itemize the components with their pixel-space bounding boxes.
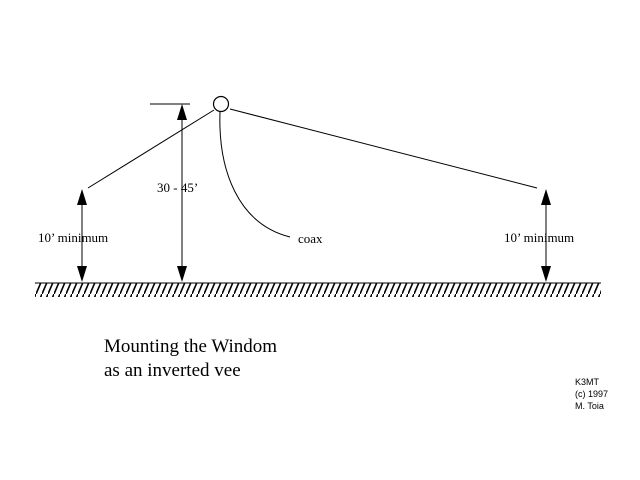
credit-author: M. Toia bbox=[575, 401, 604, 411]
coax-label: coax bbox=[298, 231, 323, 246]
right-min-dimension-arrow bbox=[541, 189, 551, 282]
antenna-leg-left bbox=[87, 109, 215, 189]
arrow-down-head bbox=[77, 266, 87, 282]
antenna-leg-right bbox=[229, 108, 538, 189]
height-dimension-arrow bbox=[177, 104, 187, 282]
arrow-up-head bbox=[77, 189, 87, 205]
arrow-down-head bbox=[177, 266, 187, 282]
caption-line-2: as an inverted vee bbox=[104, 360, 241, 381]
arrow-down-head bbox=[541, 266, 551, 282]
ground bbox=[35, 282, 601, 297]
credit-copyright: (c) 1997 bbox=[575, 389, 608, 399]
caption-line-1: Mounting the Windom bbox=[104, 336, 277, 357]
left-min-dimension-arrow bbox=[77, 189, 87, 282]
apex-insulator bbox=[212, 95, 230, 113]
arrow-up-head bbox=[177, 104, 187, 120]
height-label: 30 - 45’ bbox=[157, 180, 198, 195]
ground-hatching bbox=[35, 283, 601, 297]
left-minimum-label: 10’ minimum bbox=[38, 230, 108, 245]
arrow-up-head bbox=[541, 189, 551, 205]
right-minimum-label: 10’ minimum bbox=[504, 230, 574, 245]
coax-feedline bbox=[219, 111, 291, 238]
credit-callsign: K3MT bbox=[575, 377, 600, 387]
